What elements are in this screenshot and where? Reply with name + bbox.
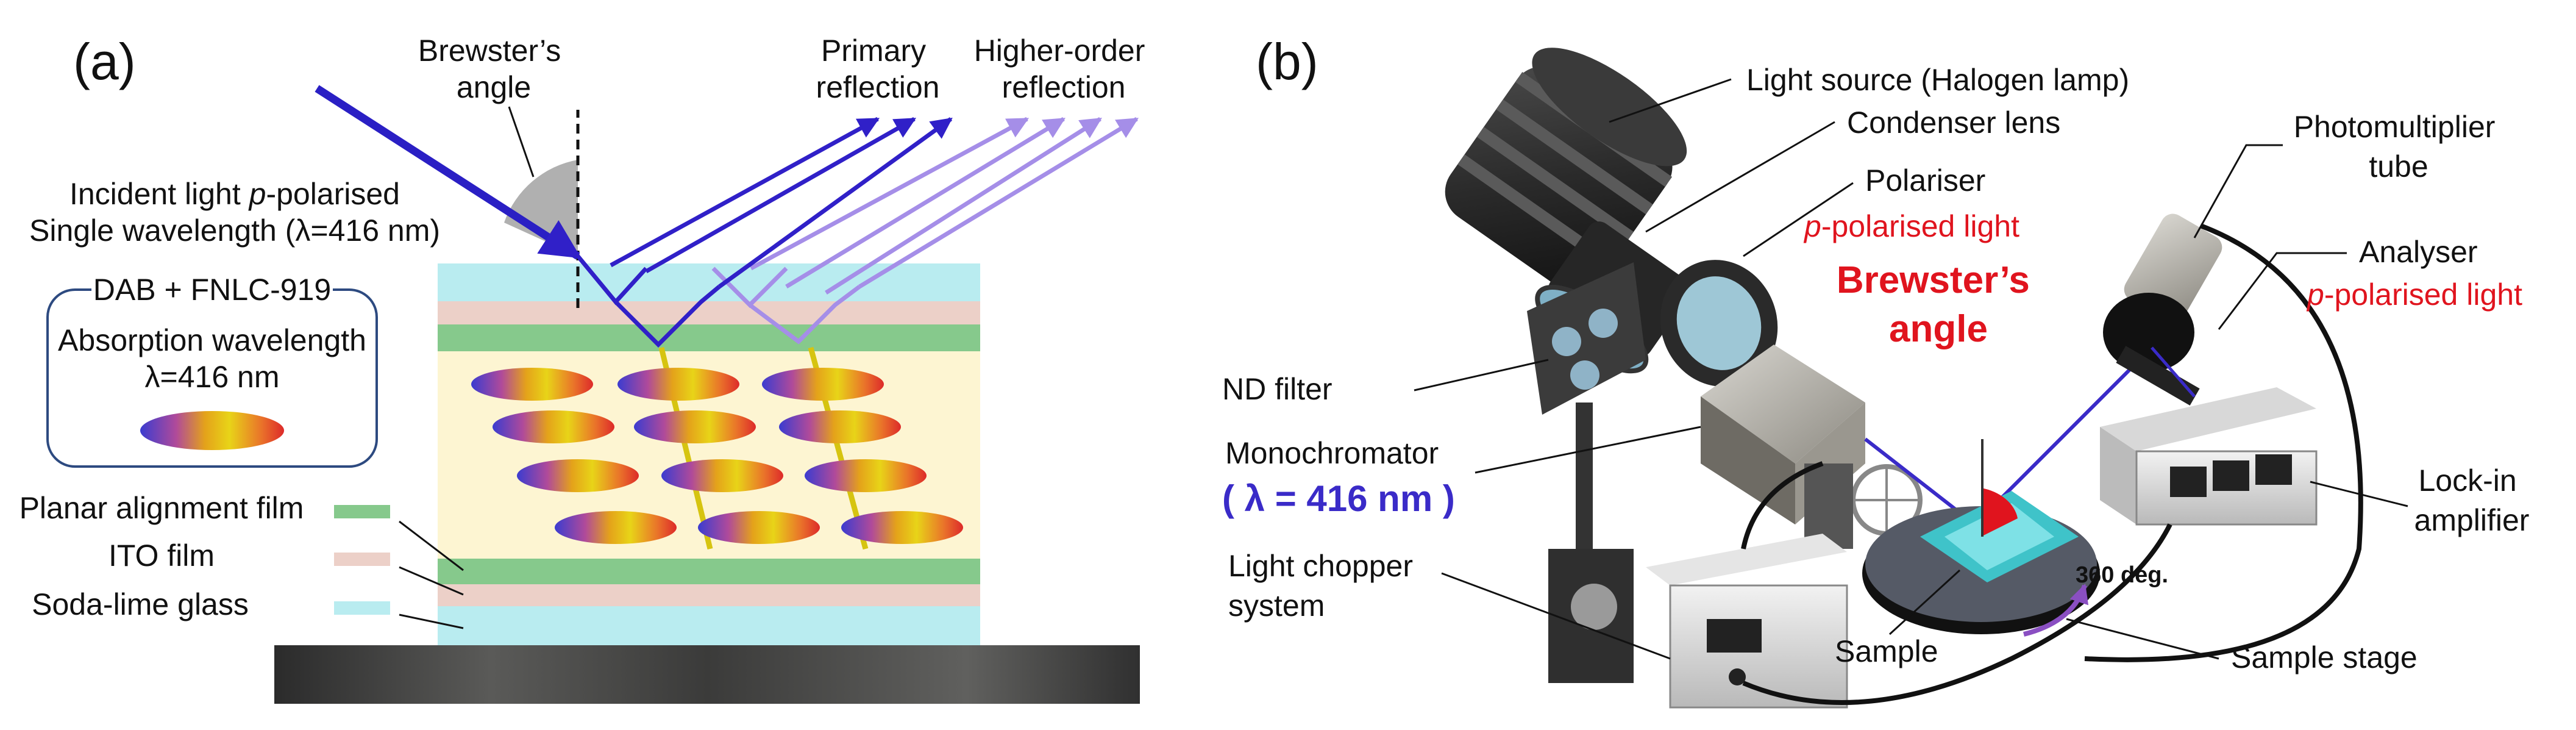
magnetic-base <box>1548 549 1634 683</box>
legend-molecule <box>140 411 284 450</box>
absorption-label: Absorption wavelength <box>58 323 366 357</box>
molecule <box>762 368 884 401</box>
sample-stage <box>1862 439 2100 634</box>
analyser-sub: p-polarised light <box>2306 277 2522 312</box>
single-wavelength-label: Single wavelength (λ=416 nm) <box>29 213 440 248</box>
nd-filter-device <box>1527 262 1646 579</box>
primary-rays <box>576 116 953 348</box>
legend-ito-swatch <box>334 553 390 566</box>
mixture-title-bg <box>91 273 333 307</box>
chopper-label: Light chopper system <box>1228 549 1421 623</box>
molecule <box>555 511 677 544</box>
brewster-label-a: Brewster’s angle <box>418 34 569 104</box>
polariser-leader <box>1743 182 1854 257</box>
lockin-leader <box>2310 481 2408 507</box>
molecule <box>805 459 927 492</box>
molecule <box>841 511 963 544</box>
mono-wavelength: ( λ = 416 nm ) <box>1222 478 1455 519</box>
bottom-ito <box>438 584 980 606</box>
polariser-label: Polariser <box>1865 163 1985 198</box>
legend-glass-swatch <box>334 601 390 615</box>
chopper-leader <box>1441 572 1671 660</box>
top-alignment <box>438 324 980 351</box>
legend-alignment-label: Planar alignment film <box>20 491 304 525</box>
sample-stage-label: Sample stage <box>2231 640 2418 675</box>
light-source-leader <box>1609 78 1732 123</box>
monochromator-leader <box>1475 426 1701 474</box>
analyser-label: Analyser <box>2359 235 2478 269</box>
sample-label: Sample <box>1835 634 1938 668</box>
panel-a: (a) <box>20 33 1154 704</box>
nd-filter-leader <box>1414 359 1549 392</box>
rotation-label: 360 deg. <box>2076 562 2168 588</box>
incident-light-label: Incident light p-polarised <box>69 177 400 211</box>
panel-b: (b) <box>1222 33 2530 709</box>
primary-reflection-label: Primary reflection <box>816 34 940 104</box>
top-ito <box>438 301 980 324</box>
legend-leaders <box>399 520 464 629</box>
legend-ito-label: ITO film <box>109 539 215 573</box>
lc-cell <box>438 263 980 645</box>
molecule <box>517 459 639 492</box>
bottom-alignment <box>438 559 980 584</box>
nd-filter-label: ND filter <box>1222 372 1332 406</box>
mixture-title: DAB + FNLC-919 <box>93 273 331 307</box>
lc-molecules <box>471 368 963 544</box>
bottom-glass <box>438 606 980 645</box>
brewster-label-b: Brewster’s angle <box>1837 259 2040 350</box>
molecule <box>634 410 756 443</box>
legend-alignment-swatch <box>334 505 390 518</box>
rotation-arrow <box>2023 583 2089 637</box>
legend-glass-label: Soda-lime glass <box>32 587 249 621</box>
molecule <box>617 368 739 401</box>
monochromator-label: Monochromator <box>1225 436 1439 470</box>
brewster-leader <box>508 106 535 177</box>
incident-beam <box>315 85 582 260</box>
condenser-label: Condenser lens <box>1847 106 2060 140</box>
sample-leader <box>1888 569 1961 635</box>
brewster-angle-wedge <box>504 160 578 256</box>
molecule <box>661 459 783 492</box>
chopper-controller <box>1646 534 1848 709</box>
analyser-leader <box>2218 252 2347 330</box>
higher-order-rays <box>711 116 1139 345</box>
molecule <box>471 368 593 401</box>
condenser-leader <box>1645 121 1835 233</box>
panel-b-tag: (b) <box>1256 33 1318 90</box>
lockin-amplifier <box>2100 387 2318 526</box>
chopper-wheel <box>1804 463 1923 549</box>
cables <box>1741 223 2363 705</box>
higher-order-label: Higher-order reflection <box>974 34 1154 104</box>
molecule <box>779 410 901 443</box>
base-plate <box>274 645 1140 704</box>
sample-stage-leader <box>2066 618 2219 660</box>
lockin-label: Lock-in amplifier <box>2414 463 2530 537</box>
molecule <box>493 410 614 443</box>
polariser-sub: p-polarised light <box>1803 209 2019 243</box>
polariser-device <box>1660 260 1778 387</box>
pmt-leader <box>2193 144 2283 238</box>
panel-a-tag: (a) <box>73 33 136 90</box>
pmt-label: Photomultiplier tube <box>2294 110 2504 184</box>
absorption-value: λ=416 nm <box>145 360 280 394</box>
photomultiplier <box>2103 213 2222 406</box>
light-source-label: Light source (Halogen lamp) <box>1746 63 2129 97</box>
molecule <box>698 511 820 544</box>
